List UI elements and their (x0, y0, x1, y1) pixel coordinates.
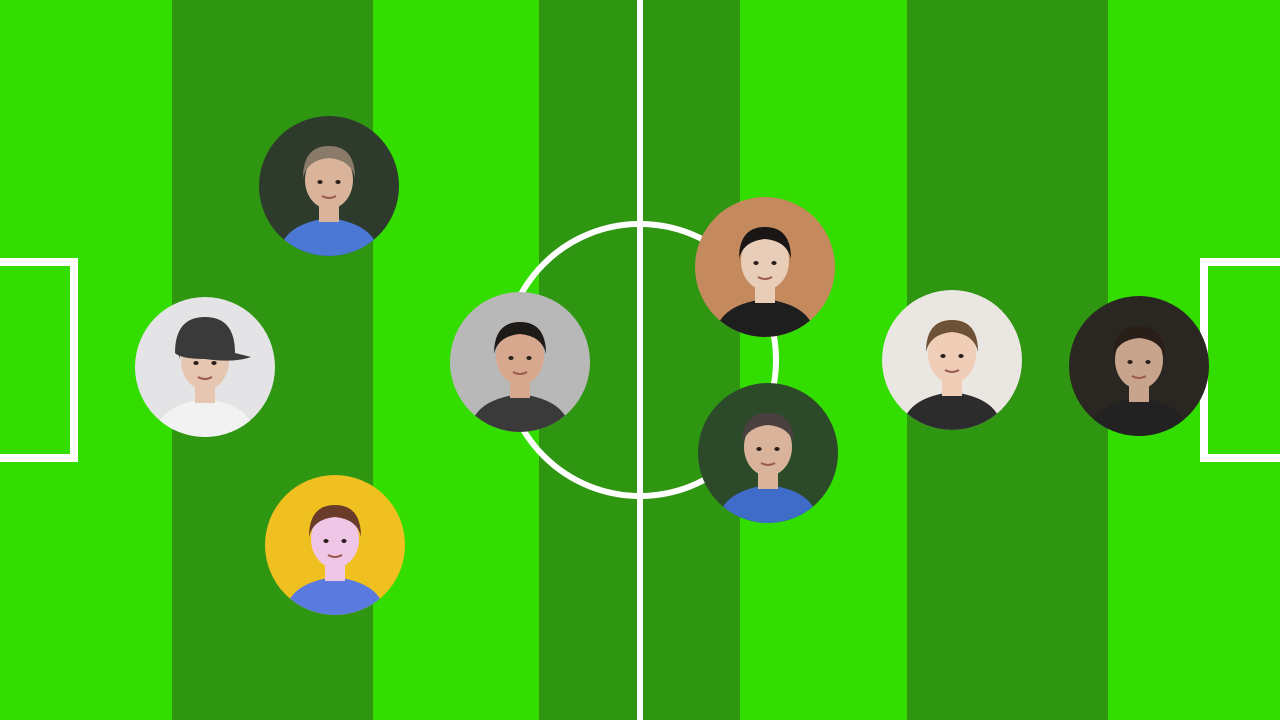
player-avatar[interactable] (450, 292, 590, 432)
player-avatar[interactable] (265, 475, 405, 615)
player-avatar[interactable] (135, 297, 275, 437)
player-avatar[interactable] (698, 383, 838, 523)
player-avatar[interactable] (695, 197, 835, 337)
player-portrait (135, 297, 275, 437)
grass-stripe (740, 0, 907, 720)
player-avatar[interactable] (259, 116, 399, 256)
right-goal-box (1200, 258, 1280, 462)
player-portrait (450, 292, 590, 432)
player-portrait (1069, 296, 1209, 436)
player-portrait (259, 116, 399, 256)
player-portrait (695, 197, 835, 337)
player-avatar[interactable] (1069, 296, 1209, 436)
left-goal-box (0, 258, 78, 462)
player-portrait (265, 475, 405, 615)
player-portrait (698, 383, 838, 523)
grass-stripe (640, 0, 740, 720)
player-portrait (882, 290, 1022, 430)
player-avatar[interactable] (882, 290, 1022, 430)
